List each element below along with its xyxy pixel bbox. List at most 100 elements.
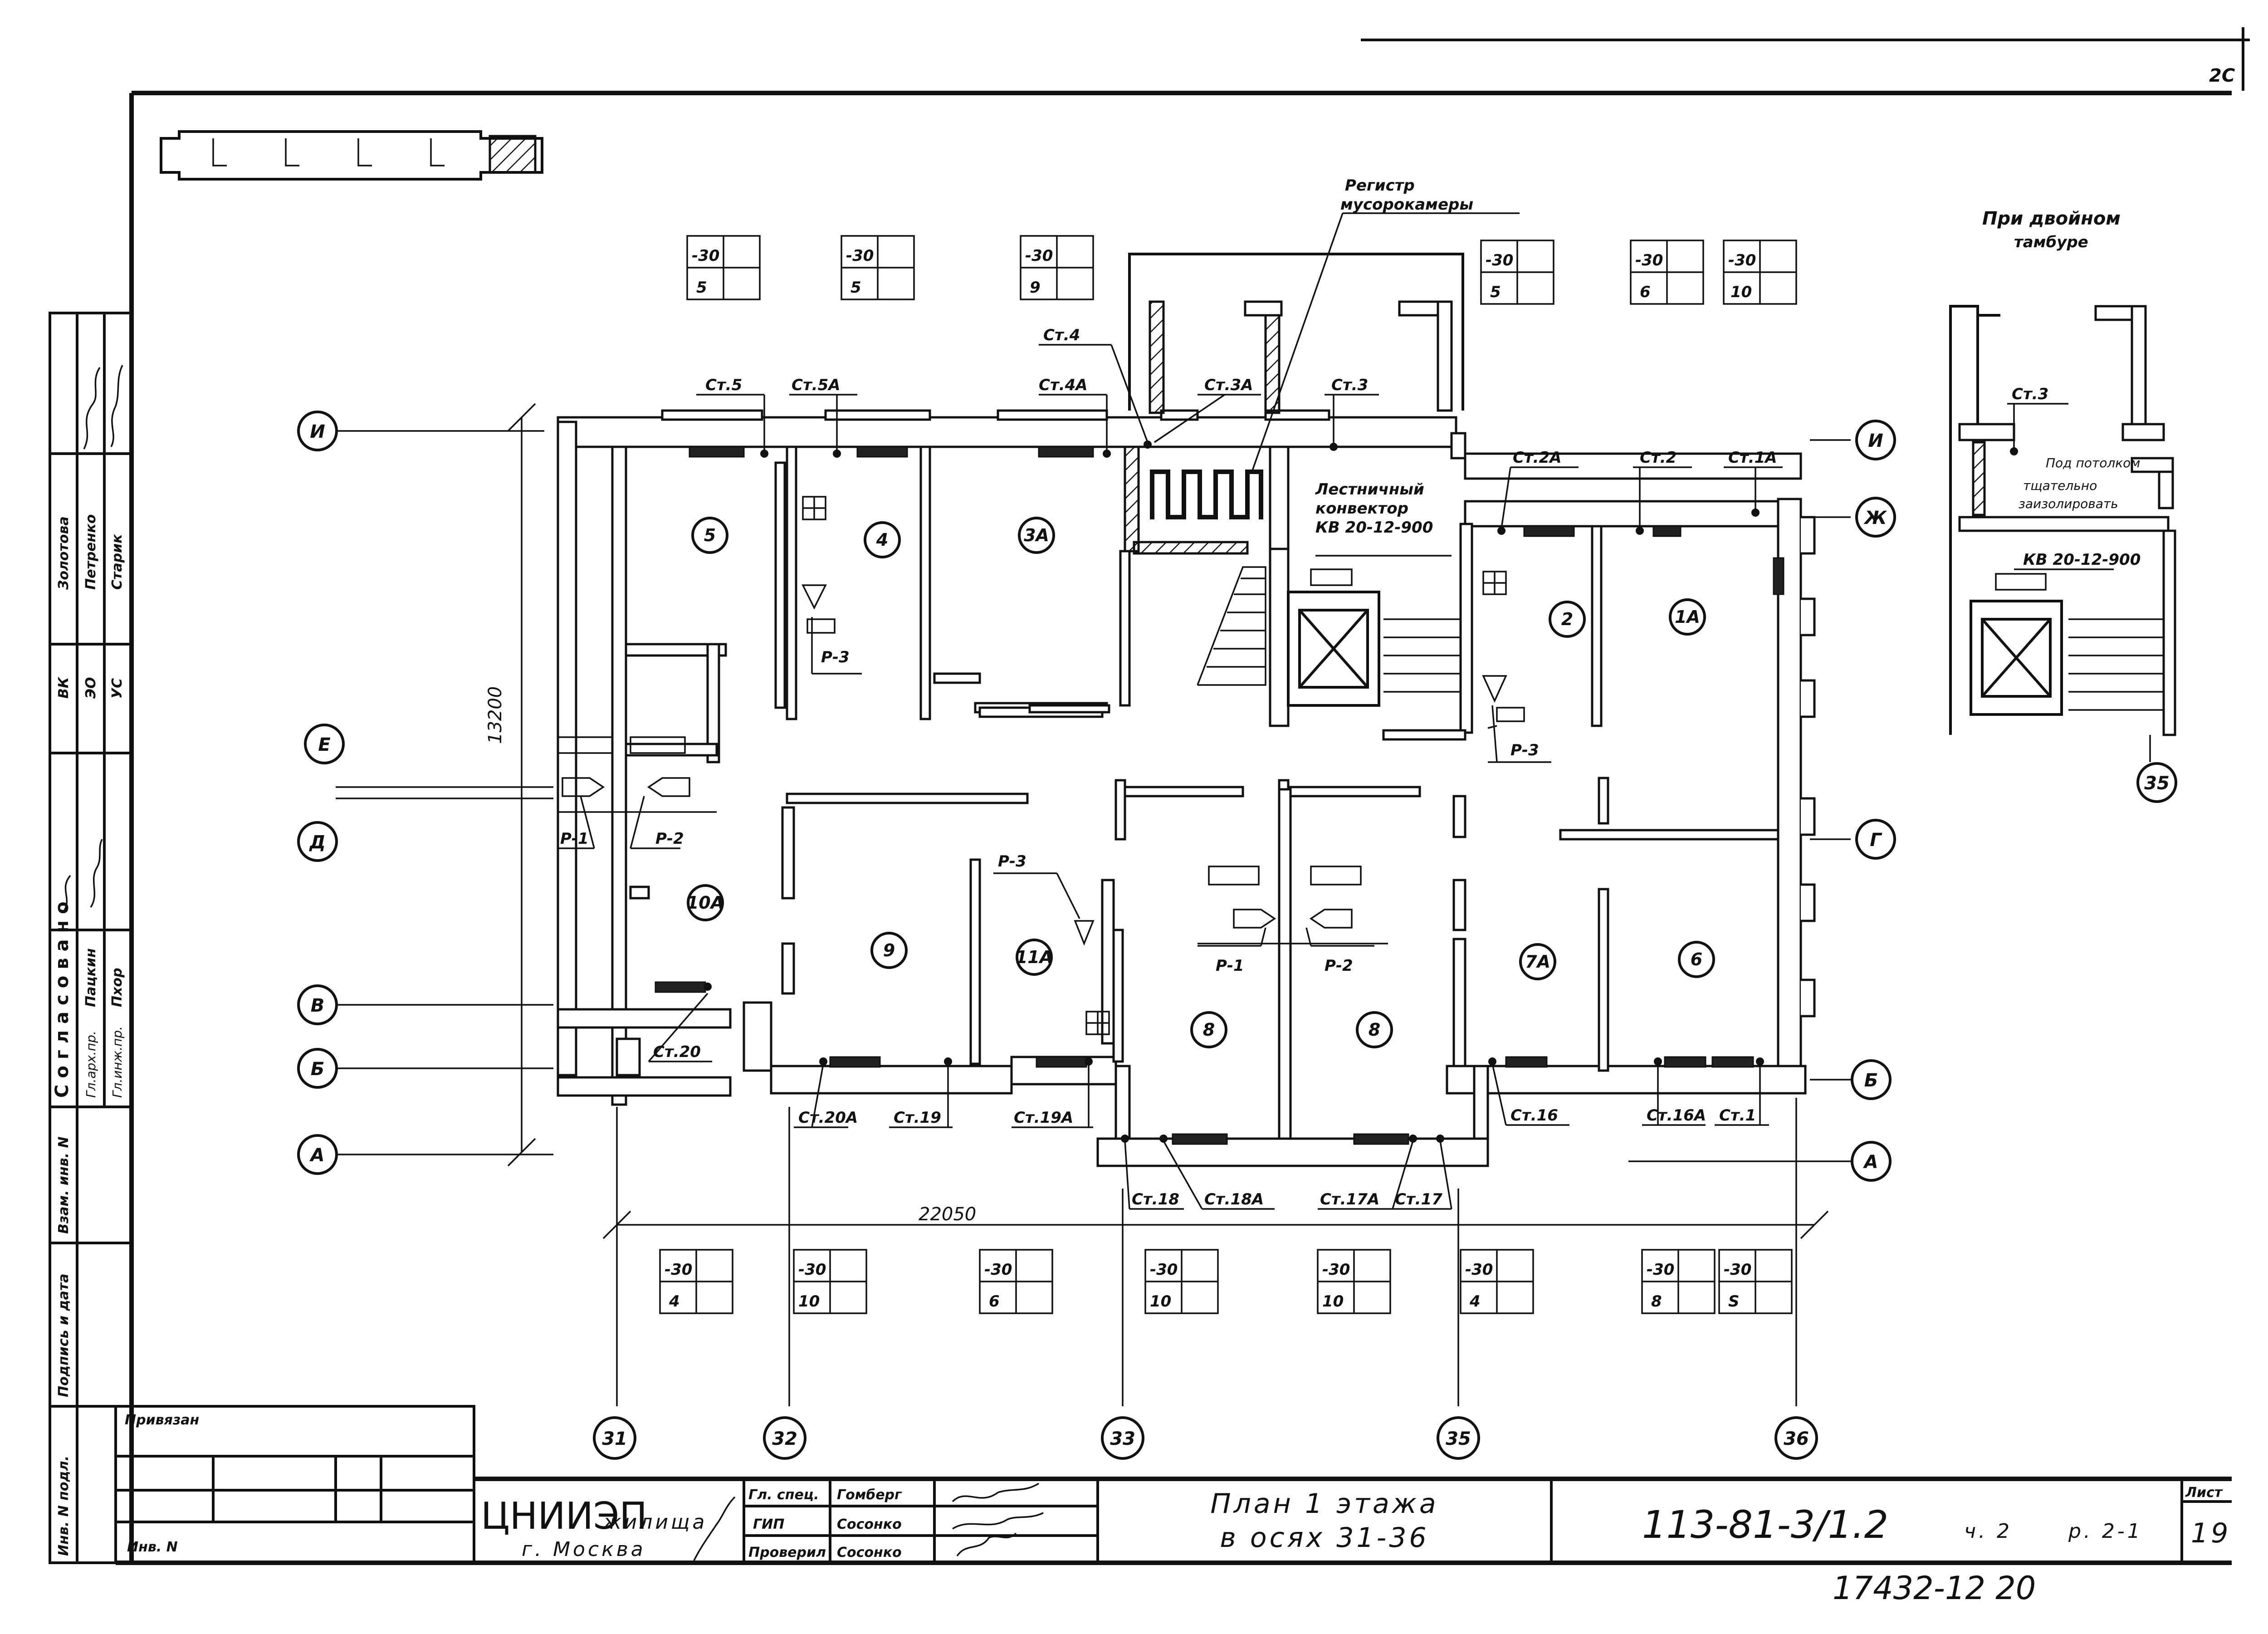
garbage-chamber-register <box>1150 470 1263 519</box>
axis-bubble: Г <box>1855 819 1896 860</box>
fixture-label: Р-2 <box>655 830 684 848</box>
temp-index: 4 <box>1469 1292 1481 1311</box>
notes: Регистр мусорокамеры Лестничный конвекто… <box>485 176 1473 1225</box>
svg-text:31: 31 <box>602 1429 627 1449</box>
stamp-code: ЭО <box>83 677 99 699</box>
temp-index: S <box>1728 1292 1740 1311</box>
svg-text:1А: 1А <box>1675 607 1700 627</box>
temp-box: -30 10 <box>1317 1249 1391 1314</box>
svg-text:35: 35 <box>1446 1429 1471 1449</box>
riser-label: Ст.1А <box>1728 449 1777 467</box>
temp-value: -30 <box>1486 251 1513 269</box>
signature <box>63 365 123 912</box>
axis-bubble: И <box>297 411 338 451</box>
temp-box: -30 5 <box>841 235 915 300</box>
svg-text:А: А <box>1863 1152 1878 1173</box>
person: Гомберг <box>837 1487 902 1503</box>
riser-points <box>704 440 1764 1143</box>
temp-index: 4 <box>669 1292 680 1311</box>
temp-value: -30 <box>1647 1261 1674 1279</box>
riser-label: Ст.3А <box>1204 376 1253 394</box>
inset-double-vestibule: При двойном тамбуре 35 Ст.3 Под потолком… <box>1949 208 2177 803</box>
svg-text:5: 5 <box>704 525 716 545</box>
riser-label: Ст.18А <box>1204 1190 1264 1208</box>
temp-index: 6 <box>989 1292 1000 1311</box>
fixture-label: Р-1 <box>1216 957 1244 975</box>
section-number: р. 2-1 <box>2068 1520 2143 1543</box>
sanitary-fixtures <box>557 496 1525 1035</box>
fixture-label: Р-3 <box>998 852 1026 871</box>
stamp-agreed-title: Согласовано <box>52 895 73 1098</box>
heaters <box>655 446 1784 1145</box>
sheet-number: 19 <box>2191 1517 2231 1549</box>
svg-text:Б: Б <box>1864 1070 1878 1091</box>
axis-bubble: В <box>297 984 338 1025</box>
axis-bubble: Б <box>297 1048 338 1089</box>
riser-label: Ст.16А <box>1647 1106 1706 1125</box>
room-tag: 8 <box>1190 1011 1227 1048</box>
svg-text:7А: 7А <box>1525 952 1550 972</box>
room-tag: 3А <box>1018 517 1055 554</box>
riser-label: Ст.17А <box>1320 1190 1379 1208</box>
temp-box: -30 5 <box>1480 240 1554 305</box>
riser-label: Ст.1 <box>1719 1106 1756 1125</box>
riser-label: Ст.4А <box>1039 376 1088 394</box>
svg-text:33: 33 <box>1110 1429 1135 1449</box>
riser-labels: Ст.5 Ст.5А Ст.4 Ст.4А Ст.3А Ст.3 Ст.2А С… <box>653 326 1777 1208</box>
room-tag: 4 <box>864 521 901 558</box>
temp-box: -30 S <box>1718 1249 1793 1314</box>
svg-text:И: И <box>310 421 325 442</box>
note-register-line2: мусорокамеры <box>1340 196 1473 214</box>
svg-text:И: И <box>1868 431 1883 451</box>
temp-value: -30 <box>1724 1261 1751 1279</box>
temp-value: -30 <box>846 247 874 265</box>
temp-value: -30 <box>1150 1261 1178 1279</box>
bound-label: Привязан <box>125 1412 199 1428</box>
riser-label: Ст.16 <box>1510 1106 1558 1125</box>
inset-note-line2: тщательно <box>2023 478 2097 493</box>
room-tag: 8 <box>1356 1011 1393 1048</box>
riser-label: Ст.19 <box>894 1109 941 1127</box>
riser-label: Ст.2 <box>1640 449 1677 467</box>
axis-bubble: 33 <box>1101 1416 1144 1460</box>
side-stamp: ВК ЭО УС Золотова Петренко Старик Соглас… <box>49 312 133 1564</box>
svg-text:2: 2 <box>1561 609 1573 629</box>
riser-label: Ст.2А <box>1513 449 1562 467</box>
temp-index: 9 <box>1030 279 1041 297</box>
temp-index: 10 <box>1322 1292 1344 1311</box>
temp-value: -30 <box>1728 251 1756 269</box>
staircase <box>1197 566 1465 693</box>
temp-index: 10 <box>1730 283 1752 301</box>
inset-note-line3: заизолировать <box>2019 496 2118 511</box>
room-tag: 6 <box>1678 941 1715 978</box>
temp-value: -30 <box>692 247 719 265</box>
room-tag: 5 <box>691 517 728 554</box>
temperature-boxes-top: -30 5 -30 5 -30 9 -30 5 -30 6 <box>686 235 1797 305</box>
temp-box: -30 10 <box>793 1249 867 1314</box>
temp-box: -30 5 <box>686 235 761 300</box>
svg-text:4: 4 <box>876 530 888 550</box>
fixture-label: Р-2 <box>1325 957 1353 975</box>
riser-label: Ст.19А <box>1014 1109 1073 1127</box>
riser-label: Ст.5 <box>705 376 742 394</box>
stamp-code: УС <box>109 678 125 699</box>
axis-bubble: Б <box>1851 1059 1892 1100</box>
stamp-agreed-name: Пхор <box>109 968 125 1007</box>
stamp-field: Инв. N подл. <box>56 1456 72 1556</box>
riser-label: Ст.4 <box>1043 326 1080 344</box>
axis-bubbles: И Е Д В Б А И Ж Г Б А 31 32 33 35 36 <box>297 411 1896 1460</box>
note-stair-line3: КВ 20-12-900 <box>1315 519 1433 537</box>
room-tags: 5 4 3А 2 1А 10А 9 11А 8 8 7А 6 <box>687 517 1715 1048</box>
temp-index: 10 <box>798 1292 820 1311</box>
svg-text:3А: 3А <box>1024 525 1049 545</box>
riser-label: Ст.20А <box>798 1109 858 1127</box>
temp-value: -30 <box>665 1261 692 1279</box>
temp-value: -30 <box>798 1261 826 1279</box>
room-tag: 2 <box>1549 601 1586 638</box>
riser-label: Ст.18 <box>1132 1190 1179 1208</box>
temp-box: -30 4 <box>659 1249 733 1314</box>
temp-value: -30 <box>1322 1261 1350 1279</box>
dimension-height: 13200 <box>485 686 506 744</box>
svg-text:6: 6 <box>1691 949 1702 969</box>
part-number: ч. 2 <box>1964 1520 2012 1543</box>
